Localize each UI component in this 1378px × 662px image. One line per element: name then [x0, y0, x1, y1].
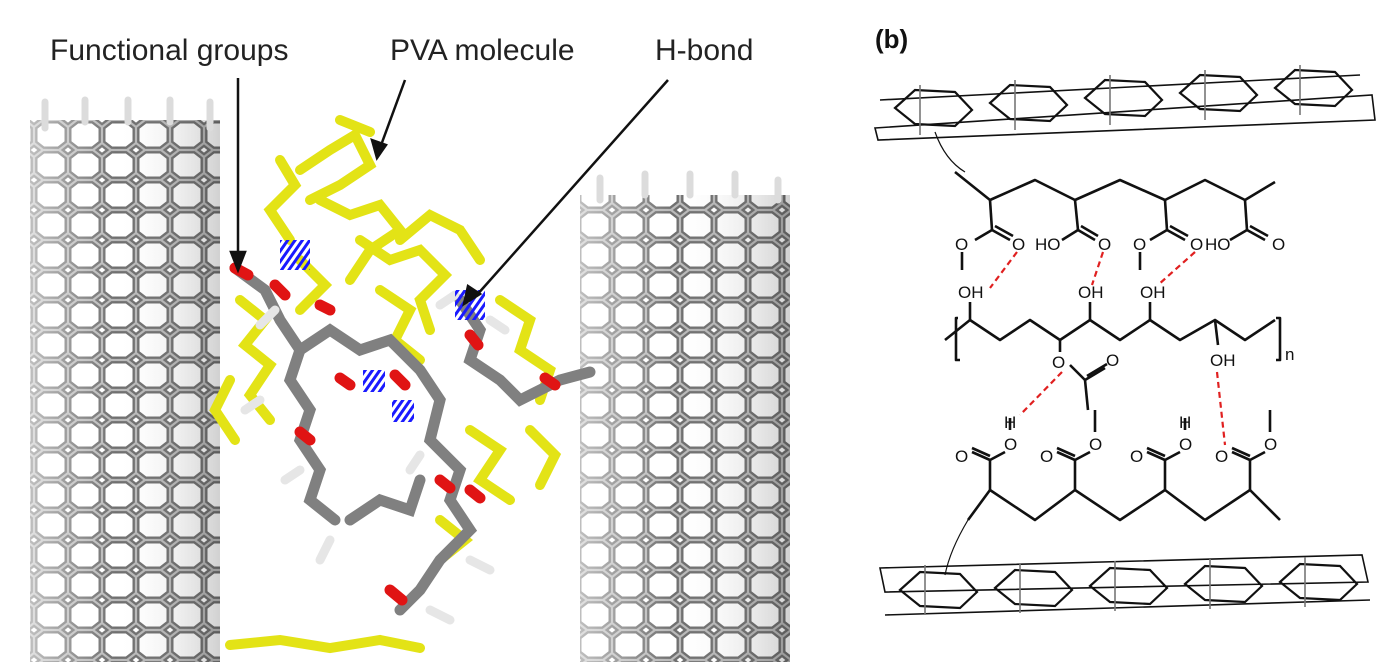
atom-o: O [1052, 353, 1065, 372]
atom-o: O [1264, 435, 1277, 454]
atom-o: O [1012, 235, 1025, 254]
bottom-polymer [966, 410, 1281, 522]
right-nanotube [580, 170, 790, 662]
atom-o: O [1179, 435, 1192, 454]
atom-o: O [1040, 447, 1053, 466]
atom-o: O [1130, 447, 1143, 466]
label-h-bond: H-bond [655, 34, 753, 67]
repeat-index: n [1285, 345, 1294, 364]
panel-a: Functional groups PVA molecule H-bond [30, 34, 790, 662]
atom-o: O [1106, 351, 1119, 370]
bottom-graphene-sheet [879, 554, 1371, 616]
atom-o: O [955, 447, 968, 466]
callout-arrows [229, 78, 669, 307]
atom-oh: OH [1078, 283, 1104, 302]
top-polymer [954, 170, 1276, 270]
atom-ho: HO [1205, 235, 1231, 254]
middle-pva [944, 302, 1282, 411]
atom-o: O [1089, 435, 1102, 454]
hydrogen-bonds [989, 251, 1227, 446]
atom-o: O [1098, 235, 1111, 254]
atom-oh: OH [1140, 283, 1166, 302]
label-pva-molecule: PVA molecule [390, 34, 575, 67]
atom-oh: OH [958, 283, 984, 302]
top-graphene-sheet [873, 65, 1376, 141]
panel-b: (b) [873, 24, 1376, 616]
middle-pva-atoms: OH OH OH O O OH n [958, 283, 1294, 372]
atom-ho: HO [1035, 235, 1061, 254]
functional-chain [229, 262, 596, 625]
panel-b-tag: (b) [875, 24, 908, 54]
atom-h: H [1179, 413, 1191, 432]
tethers [934, 131, 969, 576]
atom-o: O [1272, 235, 1285, 254]
atom-o: O [1133, 235, 1146, 254]
label-functional-groups: Functional groups [50, 34, 288, 67]
atom-o: O [1190, 235, 1203, 254]
atom-oh: OH [1210, 351, 1236, 370]
atom-o: O [955, 235, 968, 254]
top-polymer-atoms: O O HO O O O HO O [955, 235, 1285, 254]
atom-o: O [1215, 447, 1228, 466]
left-nanotube [30, 96, 220, 662]
atom-o: O [1004, 435, 1017, 454]
atom-h: H [1004, 413, 1016, 432]
bottom-polymer-atoms: O O H O O O O H O O [955, 413, 1277, 466]
